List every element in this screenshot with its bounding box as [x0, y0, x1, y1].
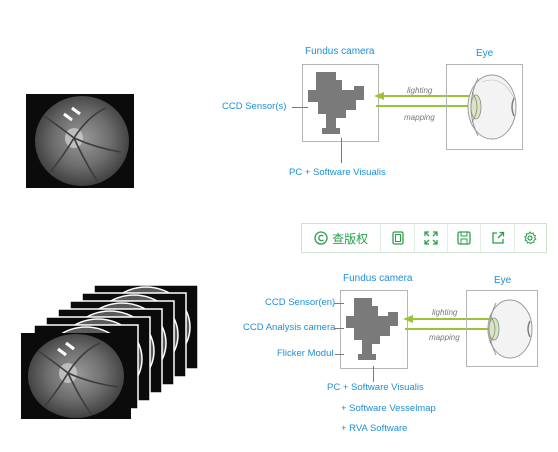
expand-icon	[424, 231, 438, 245]
copyright-check-label: 查版权	[332, 231, 369, 246]
crop-icon	[391, 231, 404, 245]
settings-button[interactable]	[515, 224, 546, 252]
lighting-label-bottom: lighting	[432, 308, 458, 317]
image-toolbar: 查版权	[301, 223, 547, 253]
pc-software-label-top: PC + Software Visualis	[289, 167, 386, 178]
flicker-leader-line	[335, 354, 344, 355]
eye-illustration-bottom	[487, 299, 533, 359]
fundus-image-top	[26, 94, 134, 188]
save-icon	[457, 231, 471, 245]
fundus-camera-title-bottom: Fundus camera	[343, 273, 413, 284]
ccd-leader-line-top	[292, 107, 308, 108]
pc-leader-line-bottom	[373, 366, 374, 382]
ccd-sensor-label-bottom: CCD Sensor(en)	[265, 297, 336, 308]
mapping-label-bottom: mapping	[429, 333, 460, 342]
ccd-analysis-leader-line	[334, 328, 344, 329]
eye-illustration-top	[467, 74, 517, 140]
settings-icon	[524, 231, 537, 245]
pc-software-label-bottom: PC + Software Visualis	[327, 382, 424, 393]
copyright-check-button[interactable]: 查版权	[302, 224, 382, 252]
expand-button[interactable]	[415, 224, 449, 252]
save-button[interactable]	[448, 224, 482, 252]
eye-title-bottom: Eye	[494, 275, 512, 286]
rva-software-label: + RVA Software	[341, 423, 408, 434]
copyright-icon	[314, 231, 328, 245]
mapping-label-top: mapping	[404, 113, 435, 122]
vesselmap-software-label: + Software Vesselmap	[341, 403, 436, 414]
fundus-camera-title-top: Fundus camera	[305, 46, 375, 57]
ccd-sensor-leader-line	[334, 303, 344, 304]
share-button[interactable]	[481, 224, 515, 252]
lighting-label-top: lighting	[407, 86, 433, 95]
pc-leader-line-top	[341, 138, 342, 163]
ccd-sensor-label-top: CCD Sensor(s)	[222, 101, 287, 112]
crop-button[interactable]	[381, 224, 415, 252]
ccd-analysis-label: CCD Analysis camera	[243, 322, 336, 333]
eye-title-top: Eye	[476, 48, 494, 59]
fundus-camera-silhouette-top	[308, 72, 364, 134]
fundus-camera-silhouette-bottom	[346, 298, 398, 360]
flicker-module-label: Flicker Modul	[277, 348, 334, 359]
share-icon	[491, 231, 504, 244]
fundus-image-stack	[21, 284, 199, 419]
eye-box-bottom	[466, 290, 538, 367]
eye-box-top	[446, 64, 523, 150]
